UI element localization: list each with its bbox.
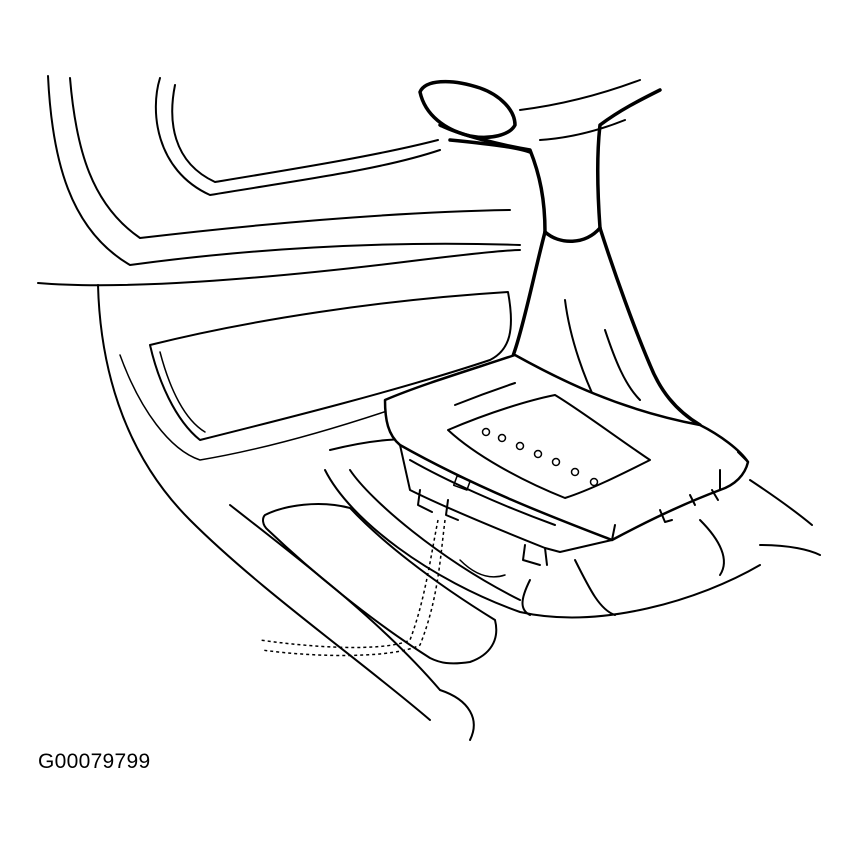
indicator-lamp: [481, 427, 491, 437]
bezel-mounting-base: [399, 444, 719, 566]
indicator-lamp: [497, 433, 507, 443]
console-panel-outline: [37, 75, 641, 721]
shift-indicator-bezel: [383, 353, 750, 542]
upper-storage-bin: [119, 291, 512, 461]
figure-id-label: G00079799: [38, 750, 151, 773]
indicator-lamp: [533, 449, 543, 459]
lower-tray: [229, 438, 821, 741]
indicator-lamp: [551, 457, 561, 467]
indicator-lamp: [515, 441, 525, 451]
shift-knob: [418, 79, 532, 154]
wiring-harness: [259, 519, 506, 657]
indicator-lamp: [589, 477, 599, 487]
connector-icon: [452, 475, 472, 491]
indicator-lamp: [570, 467, 580, 477]
